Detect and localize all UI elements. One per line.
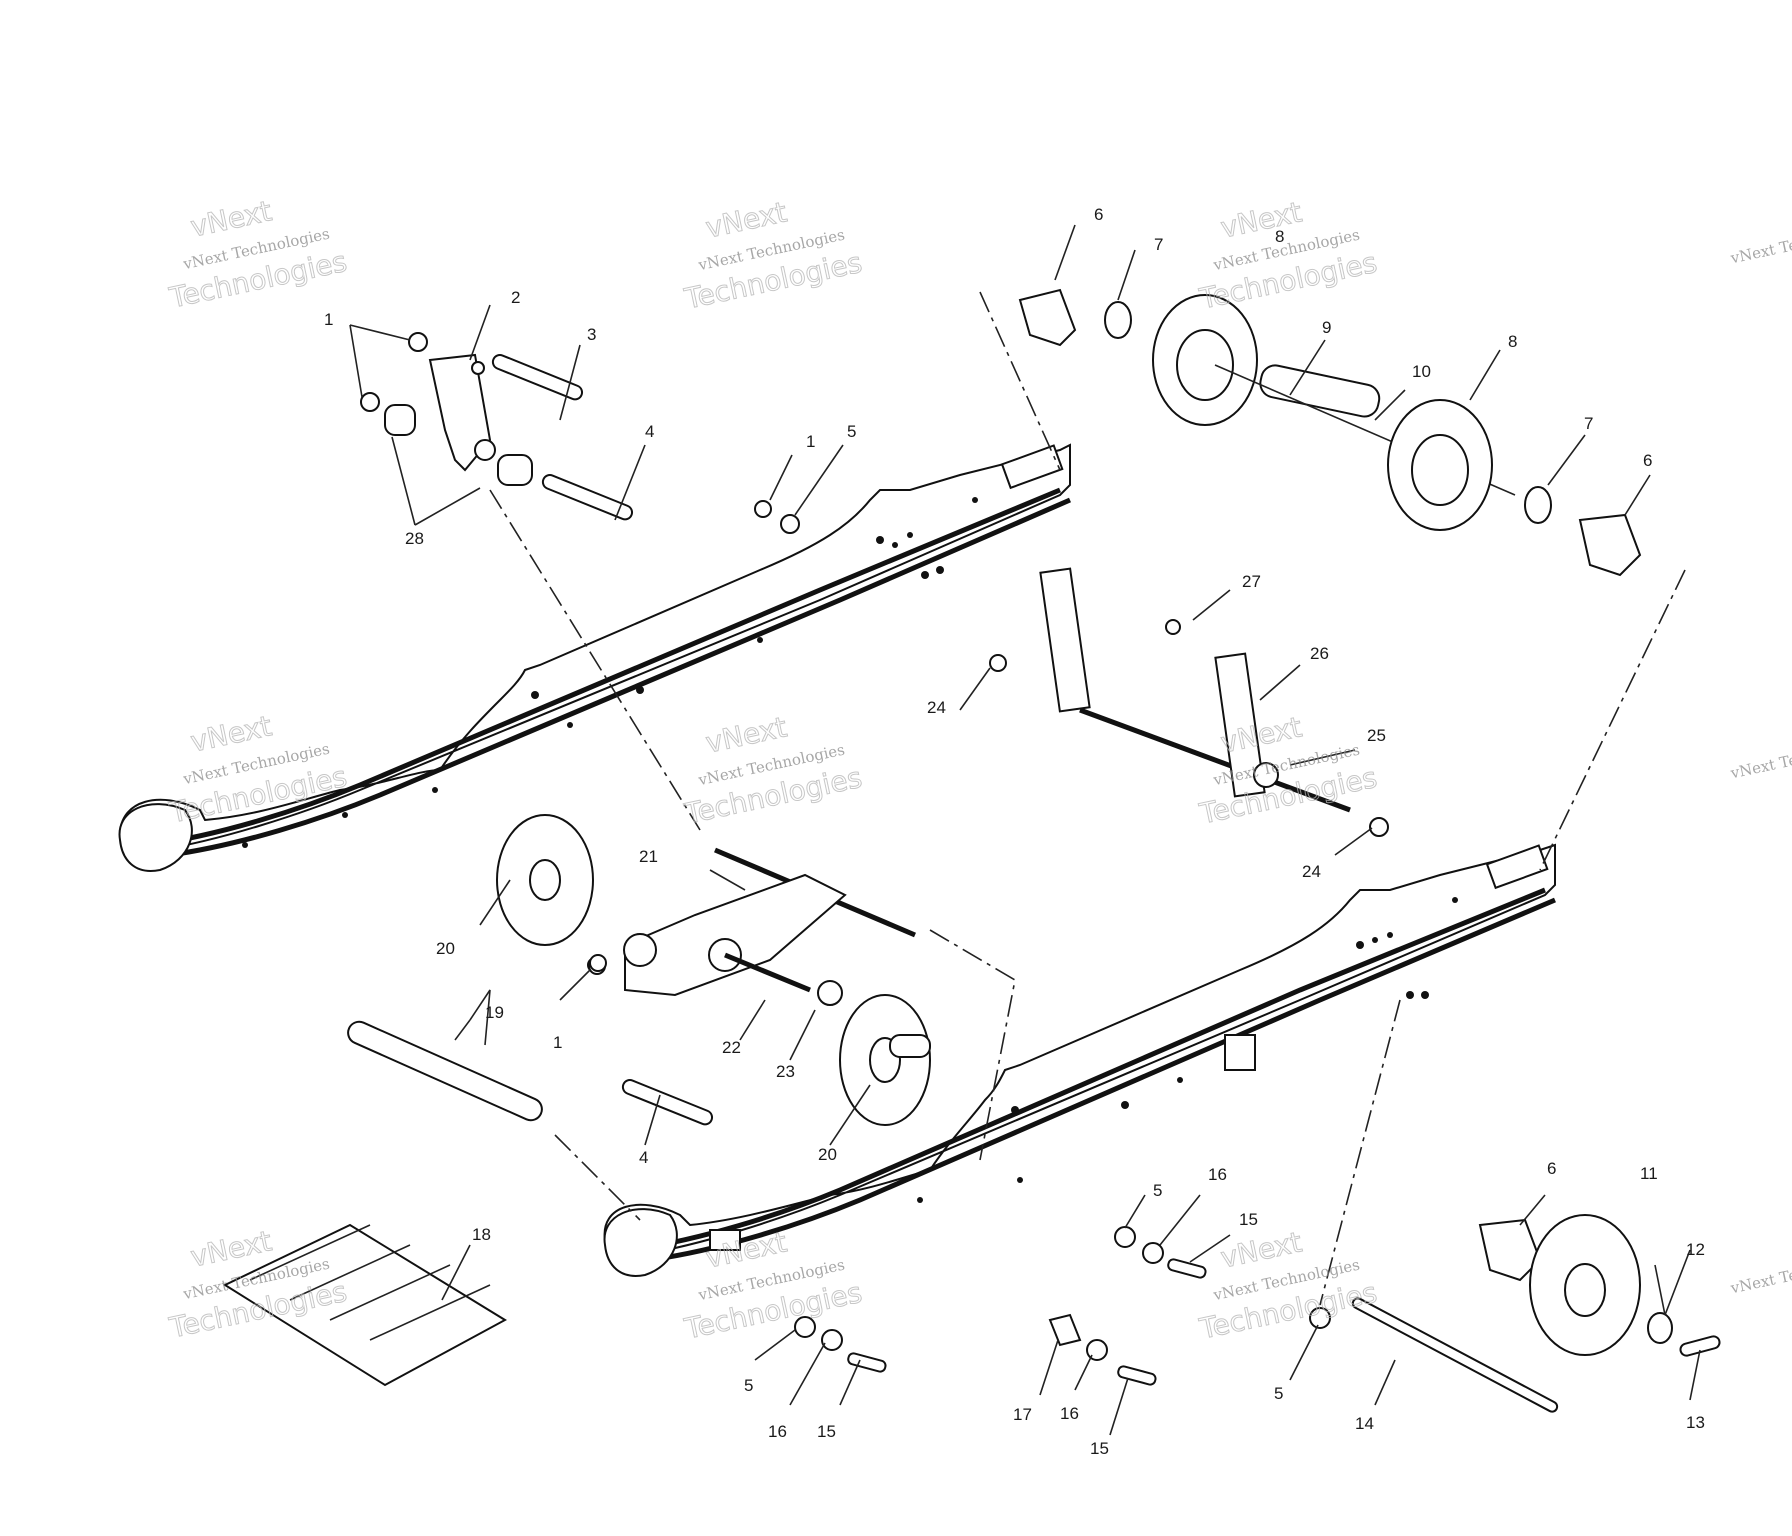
- leader-lines: [349, 224, 1701, 1436]
- callout-16: 16: [1060, 1404, 1079, 1423]
- callout-7: 7: [1584, 414, 1593, 433]
- right-rail: [603, 843, 1556, 1277]
- left-rail: [118, 443, 1071, 872]
- svg-text:vNext Technologies: vNext Technologies: [1728, 219, 1792, 268]
- callout-26: 26: [1310, 644, 1329, 663]
- callout-17: 17: [1013, 1405, 1032, 1424]
- callout-1: 1: [806, 432, 815, 451]
- callout-21: 21: [639, 847, 658, 866]
- callout-7: 7: [1154, 235, 1163, 254]
- svg-text:vNext: vNext: [188, 709, 275, 758]
- callout-25: 25: [1367, 726, 1386, 745]
- callout-6: 6: [1547, 1159, 1556, 1178]
- callout-28: 28: [405, 529, 424, 548]
- callout-5: 5: [1274, 1384, 1283, 1403]
- callout-4: 4: [639, 1148, 648, 1167]
- shaft-19: [347, 1020, 543, 1122]
- callout-19: 19: [485, 1003, 504, 1022]
- callout-5: 5: [744, 1376, 753, 1395]
- callout-5: 5: [1153, 1181, 1162, 1200]
- callout-27: 27: [1242, 572, 1261, 591]
- middle-bracket: [989, 567, 1389, 837]
- rear-axle-assembly: [1018, 288, 1642, 577]
- svg-text:vNext: vNext: [703, 195, 790, 244]
- svg-text:vNext: vNext: [703, 710, 790, 759]
- callout-16: 16: [1208, 1165, 1227, 1184]
- callout-20: 20: [436, 939, 455, 958]
- callout-24: 24: [1302, 862, 1321, 881]
- callout-16: 16: [768, 1422, 787, 1441]
- callout-6: 6: [1643, 451, 1652, 470]
- suspension-arm: [587, 847, 916, 1006]
- svg-text:vNext: vNext: [188, 194, 275, 243]
- callout-3: 3: [587, 325, 596, 344]
- callout-14: 14: [1355, 1414, 1374, 1433]
- svg-text:vNext: vNext: [1218, 195, 1305, 244]
- svg-text:vNext: vNext: [1218, 1225, 1305, 1274]
- callout-6: 6: [1094, 205, 1103, 224]
- callout-11: 11: [1640, 1164, 1658, 1183]
- callout-15: 15: [817, 1422, 836, 1441]
- callout-9: 9: [1322, 318, 1331, 337]
- callout-22: 22: [722, 1038, 741, 1057]
- callout-24: 24: [927, 698, 946, 717]
- link-assembly: [360, 332, 634, 521]
- track-section: [222, 1223, 508, 1387]
- left-rail-holes: [242, 497, 978, 848]
- callout-4: 4: [645, 422, 654, 441]
- long-bolt-14: [1351, 1297, 1559, 1413]
- callout-15: 15: [1239, 1210, 1258, 1229]
- callout-1: 1: [324, 310, 333, 329]
- callout-13: 13: [1686, 1413, 1705, 1432]
- callout-20: 20: [818, 1145, 837, 1164]
- svg-text:vNext Technologies: vNext Technologies: [1728, 1249, 1792, 1298]
- callout-10: 10: [1412, 362, 1431, 381]
- callout-1: 1: [553, 1033, 562, 1052]
- callout-2: 2: [511, 288, 520, 307]
- callout-15: 15: [1090, 1439, 1109, 1458]
- svg-text:vNext: vNext: [188, 1224, 275, 1273]
- callout-5: 5: [847, 422, 856, 441]
- right-rail-holes: [917, 897, 1458, 1203]
- callout-23: 23: [776, 1062, 795, 1081]
- callouts: 1 2 3 4 28 1 5 6 7 8 9 10 8 7 6 27 26 25…: [324, 205, 1705, 1458]
- callout-12: 12: [1686, 1240, 1705, 1259]
- callout-18: 18: [472, 1225, 491, 1244]
- callout-8: 8: [1275, 227, 1284, 246]
- svg-text:vNext Technologies: vNext Technologies: [1728, 734, 1792, 783]
- callout-8: 8: [1508, 332, 1517, 351]
